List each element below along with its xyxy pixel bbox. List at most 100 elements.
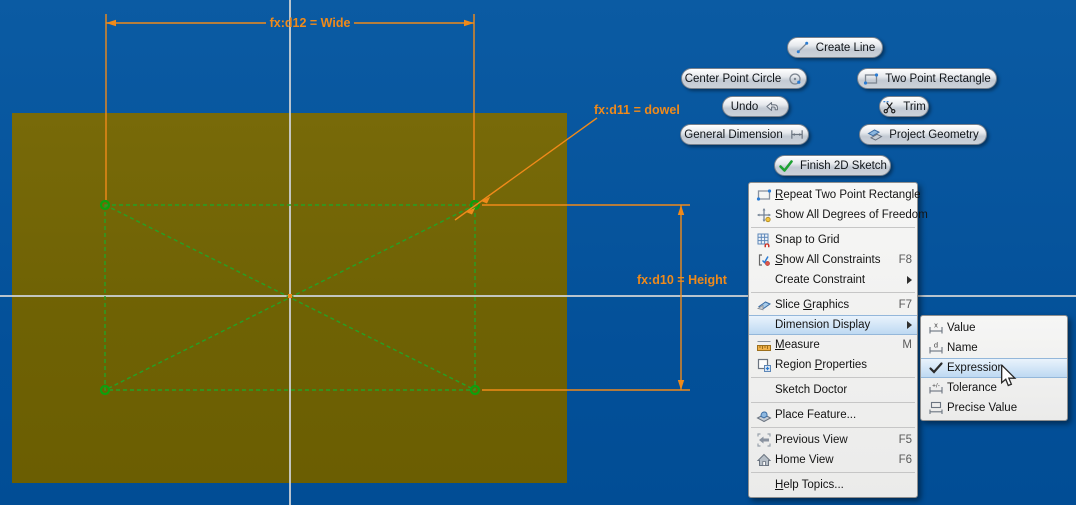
menu-item-sketch-doctor[interactable]: Sketch Doctor [749, 380, 917, 400]
menu-separator [751, 427, 915, 428]
dimension-precise-value-icon [924, 400, 947, 416]
submenu-item-precise-value[interactable]: Precise Value [921, 398, 1067, 418]
undo-button[interactable]: Undo [722, 96, 789, 117]
menu-shortcut: M [902, 339, 912, 351]
menu-item-label: Show All Degrees of Freedom [775, 209, 928, 221]
wide-dim-arrow-right [464, 19, 474, 27]
menu-item-slice-graphics[interactable]: Slice Graphics F7 [749, 295, 917, 315]
wide-dim-arrow-left [106, 19, 116, 27]
finish-2d-sketch-button[interactable]: Finish 2D Sketch [774, 155, 891, 176]
submenu-item-tolerance[interactable]: +/- Tolerance [921, 378, 1067, 398]
menu-item-label: Precise Value [947, 402, 1018, 414]
create-line-button[interactable]: Create Line [787, 37, 883, 58]
dimension-display-submenu: x Value d Name Expression +/- Tolerance … [920, 315, 1068, 421]
sketch-corner-points[interactable] [99, 199, 481, 396]
home-icon [752, 452, 775, 468]
show-constraints-icon [752, 252, 775, 268]
two-point-rectangle-icon [752, 187, 775, 203]
submenu-item-value[interactable]: x Value [921, 318, 1067, 338]
menu-item-snap-to-grid[interactable]: Snap to Grid [749, 230, 917, 250]
menu-shortcut: F8 [898, 254, 912, 266]
x-axis-line [0, 295, 1076, 297]
menu-item-region-properties[interactable]: Region Properties [749, 355, 917, 375]
button-label: Trim [903, 100, 926, 113]
dowel-leader-arrow-upper [481, 196, 491, 204]
menu-item-label: Name [947, 342, 978, 354]
green-checkmark-icon [778, 158, 794, 174]
menu-item-label: Expression [947, 362, 1004, 374]
menu-item-measure[interactable]: Measure M [749, 335, 917, 355]
svg-text:+/-: +/- [932, 383, 940, 390]
checkmark-icon [924, 360, 947, 376]
undo-icon [764, 99, 780, 114]
context-menu: Repeat Two Point Rectangle Show All Degr… [748, 182, 928, 498]
menu-separator [751, 472, 915, 473]
height-dimension-label[interactable]: fx:d10 = Height [637, 273, 728, 287]
button-label: Create Line [815, 41, 876, 54]
degrees-of-freedom-icon [752, 207, 775, 223]
menu-item-label: Show All Constraints [775, 254, 881, 266]
menu-separator [751, 402, 915, 403]
menu-item-label: Home View [775, 454, 834, 466]
menu-item-label: Previous View [775, 434, 848, 446]
menu-separator [751, 377, 915, 378]
menu-shortcut: F6 [898, 454, 912, 466]
mouse-cursor [1000, 363, 1018, 392]
snap-to-grid-icon [752, 232, 775, 248]
dowel-dimension-label[interactable]: fx:d11 = dowel [594, 103, 680, 117]
menu-item-create-constraint[interactable]: Create Constraint [749, 270, 917, 290]
menu-separator [751, 227, 915, 228]
project-geometry-button[interactable]: Project Geometry [859, 124, 987, 145]
trim-button[interactable]: Trim [879, 96, 929, 117]
slice-graphics-icon [752, 297, 775, 313]
two-point-rectangle-button[interactable]: Two Point Rectangle [857, 68, 997, 89]
menu-shortcut: F5 [898, 434, 912, 446]
general-dimension-icon [789, 127, 805, 142]
menu-item-home-view[interactable]: Home View F6 [749, 450, 917, 470]
height-dimension-lines[interactable] [482, 204, 690, 391]
menu-item-show-all-constraints[interactable]: Show All Constraints F8 [749, 250, 917, 270]
general-dimension-button[interactable]: General Dimension [680, 124, 809, 145]
button-label: Finish 2D Sketch [800, 159, 887, 172]
menu-item-dimension-display[interactable]: Dimension Display [749, 315, 917, 335]
menu-item-previous-view[interactable]: Previous View F5 [749, 430, 917, 450]
menu-separator [751, 292, 915, 293]
wide-dimension-lines[interactable] [105, 14, 475, 200]
menu-shortcut: F7 [898, 299, 912, 311]
menu-item-help-topics[interactable]: Help Topics... [749, 475, 917, 495]
menu-item-show-all-degrees-of-freedom[interactable]: Show All Degrees of Freedom [749, 205, 928, 225]
menu-item-place-feature[interactable]: Place Feature... [749, 405, 917, 425]
previous-view-icon [752, 432, 775, 448]
project-geometry-icon [867, 127, 883, 143]
svg-text:d: d [933, 341, 937, 350]
button-label: Two Point Rectangle [885, 72, 991, 85]
measure-ruler-icon [752, 337, 775, 353]
trim-scissors-icon [882, 99, 897, 114]
button-label: Project Geometry [889, 128, 979, 141]
submenu-item-name[interactable]: d Name [921, 338, 1067, 358]
wide-dimension-label[interactable]: fx:d12 = Wide [270, 16, 351, 30]
menu-item-label: Snap to Grid [775, 234, 840, 246]
menu-item-label: Tolerance [947, 382, 997, 394]
button-label: General Dimension [684, 128, 783, 141]
button-label: Center Point Circle [684, 72, 782, 85]
submenu-arrow-icon [907, 276, 912, 284]
menu-item-label: Place Feature... [775, 409, 857, 421]
submenu-item-expression[interactable]: Expression [921, 358, 1067, 378]
center-point-circle-button[interactable]: Center Point Circle [681, 68, 807, 89]
y-axis-line [289, 0, 291, 505]
menu-item-label: Create Constraint [775, 274, 866, 286]
line-icon [795, 40, 810, 55]
menu-item-label: Value [947, 322, 976, 334]
menu-item-repeat-two-point-rectangle[interactable]: Repeat Two Point Rectangle [749, 185, 921, 205]
menu-item-label: Help Topics... [775, 479, 844, 491]
menu-item-label: Dimension Display [775, 319, 871, 331]
dowel-leader-line[interactable] [454, 117, 598, 221]
svg-text:x: x [934, 321, 938, 330]
height-dim-arrow-top [677, 205, 685, 215]
menu-item-label: Repeat Two Point Rectangle [775, 189, 921, 201]
origin-point[interactable] [288, 294, 292, 298]
submenu-arrow-icon [907, 321, 912, 329]
